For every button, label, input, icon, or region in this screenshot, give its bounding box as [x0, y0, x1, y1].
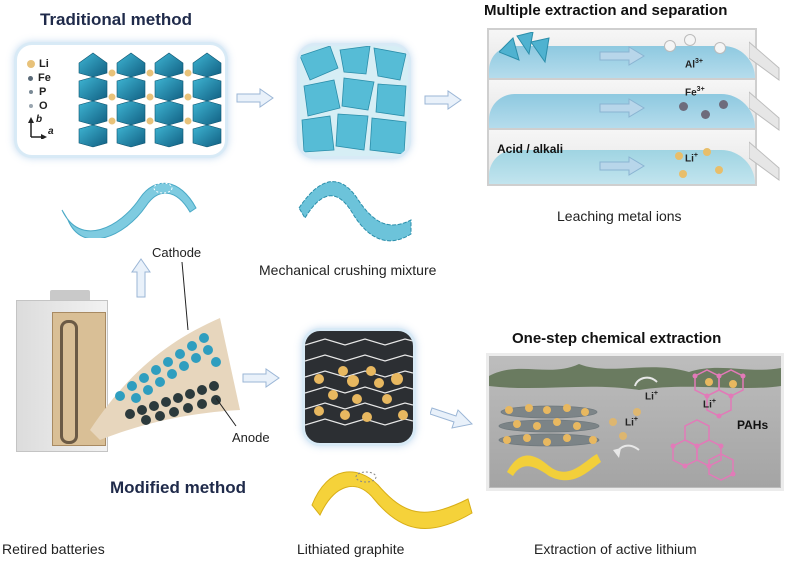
- al-ion-dot: [684, 34, 696, 46]
- legend-fe: Fe: [27, 71, 57, 85]
- extraction-scene: [489, 364, 781, 481]
- li-ion-dot: [679, 170, 687, 178]
- leaching-tanks: Al3+ Fe3+ Acid / alkali Li+: [487, 28, 787, 188]
- lithiated-graphite-panel: [302, 328, 416, 446]
- arrow-right-icon: [599, 98, 645, 118]
- crushed-strip-illustration: [298, 181, 412, 242]
- crushed-fragments: [300, 46, 407, 155]
- arrow-right-icon: [599, 46, 645, 66]
- crushed-particles-panel: [297, 43, 411, 159]
- li-ion-label-1: Li+: [645, 390, 658, 403]
- al-ion-dot: [664, 40, 676, 52]
- separation-title: Multiple extraction and separation: [484, 2, 728, 19]
- li-ion-label-3: Li+: [703, 398, 716, 411]
- retired-battery-illustration: [10, 290, 250, 460]
- lfp-crystal-lattice: [78, 52, 222, 148]
- li-dot-icon: [27, 60, 35, 68]
- leaching-tank-al: Al3+: [487, 28, 757, 80]
- li-ion-dot: [703, 148, 711, 156]
- arrow-diagonal-icon: [430, 407, 474, 429]
- crushing-caption: Mechanical crushing mixture: [259, 262, 437, 278]
- leaching-tank-li: Acid / alkali Li+: [487, 128, 757, 186]
- cathode-fragments: [499, 32, 550, 64]
- drain-chutes: [749, 41, 780, 181]
- axis-arrows-icon: [28, 117, 47, 140]
- lithiated-graphite-caption: Lithiated graphite: [297, 541, 405, 557]
- arrow-right-icon: [424, 90, 462, 110]
- li-ion-dot: [715, 166, 723, 174]
- anode-label: Anode: [232, 430, 270, 445]
- cathode-strip-illustration: [61, 182, 197, 238]
- electrode-layers: [90, 318, 240, 440]
- extraction-title: One-step chemical extraction: [512, 330, 722, 347]
- al-ion-label: Al3+: [685, 58, 703, 71]
- leaching-caption: Leaching metal ions: [557, 208, 682, 224]
- fe-ion-dot: [719, 100, 728, 109]
- extraction-caption: Extraction of active lithium: [534, 541, 697, 557]
- cathode-label: Cathode: [152, 245, 202, 260]
- legend-li: Li: [27, 57, 57, 71]
- al-ion-dot: [714, 42, 726, 54]
- crystal-structure-panel: Li Fe P O b a: [14, 42, 228, 158]
- fe-dot-icon: [28, 75, 33, 81]
- axis-b-label: b: [36, 114, 43, 125]
- fe-ion-dot: [701, 110, 710, 119]
- graphene-layers-with-lithium: [305, 338, 413, 426]
- atom-legend: Li Fe P O b a: [27, 57, 57, 140]
- axis-a-label: a: [48, 126, 54, 137]
- acid-alkali-label: Acid / alkali: [497, 142, 564, 156]
- leaching-tank-fe: Fe3+: [487, 78, 757, 130]
- p-dot-icon: [29, 90, 33, 94]
- retired-batteries-caption: Retired batteries: [2, 541, 105, 557]
- fe-ion-dot: [679, 102, 688, 111]
- arrow-up-icon: [131, 258, 151, 298]
- arrow-right-icon: [599, 156, 645, 176]
- traditional-method-title: Traditional method: [40, 10, 193, 29]
- arrow-right-icon: [242, 368, 280, 388]
- pahs-label: PAHs: [737, 418, 769, 432]
- cathode-leader-line: [181, 262, 189, 331]
- anode-leader-line: [216, 398, 237, 427]
- fe-ion-label: Fe3+: [685, 86, 705, 99]
- extraction-vessel: Li+ Li+ Li+ PAHs: [486, 353, 784, 491]
- li-ion-label: Li+: [685, 152, 698, 165]
- legend-o: O: [27, 99, 57, 113]
- li-ion-dot: [675, 152, 683, 160]
- legend-p: P: [27, 85, 57, 99]
- axis-indicator: b a: [27, 114, 57, 140]
- arrow-right-icon: [236, 88, 274, 108]
- li-ion-label-2: Li+: [625, 416, 638, 429]
- modified-method-title: Modified method: [110, 478, 246, 497]
- graphite-strip-illustration: [311, 471, 473, 530]
- o-dot-icon: [29, 104, 33, 108]
